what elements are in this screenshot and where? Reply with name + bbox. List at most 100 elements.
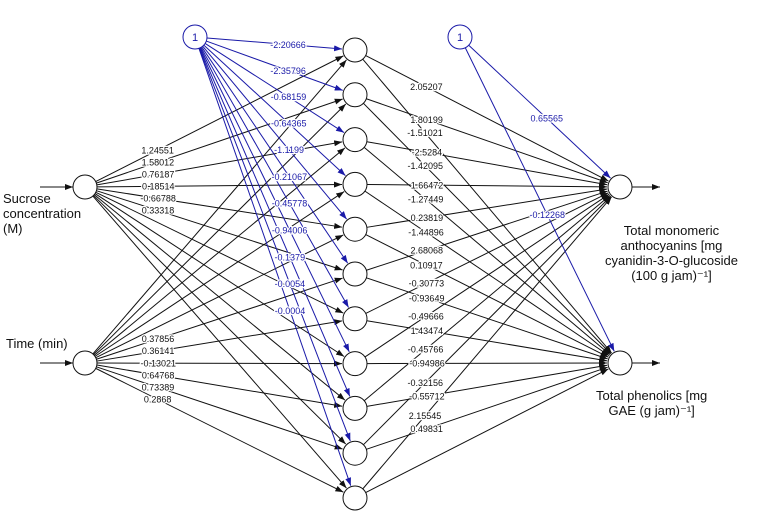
- edge-bias-hidden: [199, 47, 350, 353]
- edge-hidden-output1: [364, 193, 610, 358]
- hidden-node: [342, 82, 368, 108]
- weight-label: -2.5284: [412, 148, 443, 158]
- weight-label: -1.51021: [407, 128, 443, 138]
- edge-sucrose-hidden: [93, 194, 346, 401]
- bias-node-label: 1: [457, 32, 463, 44]
- output-label-anthocyanins: Total monomeric anthocyanins [mg cyanidi…: [605, 223, 738, 283]
- weight-label: 1.24551: [141, 145, 174, 155]
- edge-time-hidden: [93, 103, 347, 355]
- weight-label: -0.49666: [408, 311, 444, 321]
- weight-label: 0.10917: [410, 260, 443, 270]
- input-node: [72, 174, 98, 200]
- hidden-node: [342, 485, 368, 511]
- weight-label: -1.44896: [408, 227, 444, 237]
- edge-time-hidden: [96, 319, 343, 362]
- edge-time-hidden: [95, 367, 344, 493]
- weight-label: 2.68068: [410, 246, 443, 256]
- edge-bias-hidden: [204, 43, 345, 134]
- bias-node-label: 1: [192, 32, 198, 44]
- edge-time-hidden: [94, 191, 345, 357]
- weight-label: -0.0054: [275, 279, 306, 289]
- input-node: [72, 350, 98, 376]
- weight-label: -0.94006: [272, 225, 308, 235]
- edge-hidden-output2: [366, 277, 608, 360]
- weight-label: -1.42095: [408, 161, 444, 171]
- weight-label: 0.23819: [411, 213, 444, 223]
- edge-hidden-output2: [363, 102, 612, 355]
- edge-hidden-output2: [366, 360, 608, 367]
- weight-label: 0.2868: [144, 395, 172, 405]
- weight-label: -0.94986: [409, 359, 445, 369]
- edge-bias-hidden: [206, 40, 343, 91]
- edge-bias-output: [464, 47, 615, 352]
- hidden-node: [342, 351, 368, 377]
- edge-hidden-output1: [362, 196, 612, 490]
- edge-time-hidden: [96, 366, 343, 450]
- weight-label: 0.76187: [142, 169, 175, 179]
- weight-label: 0.49831: [410, 424, 443, 434]
- bias-node: [447, 24, 473, 50]
- weight-label: 0.36141: [142, 346, 175, 356]
- edge-sucrose-hidden: [95, 191, 344, 314]
- edge-hidden-output1: [366, 141, 608, 187]
- weight-label: 1.58012: [142, 157, 175, 167]
- output-label-phenolics: Total phenolics [mg GAE (g jam)⁻¹]: [596, 388, 708, 418]
- weight-label: -0.21067: [272, 172, 308, 182]
- weight-label: 1.66472: [411, 180, 444, 190]
- weight-label: -1.1199: [274, 145, 304, 155]
- weight-label: -0.1379: [275, 252, 306, 262]
- edge-hidden-output1: [365, 192, 609, 314]
- edge-hidden-output2: [364, 190, 610, 357]
- edge-sucrose-hidden: [96, 98, 343, 184]
- weight-label: -0.55712: [409, 391, 445, 401]
- output-node: [607, 174, 633, 200]
- edge-sucrose-hidden: [94, 193, 345, 357]
- hidden-node: [342, 171, 368, 197]
- weight-label: -0.45766: [408, 345, 444, 355]
- hidden-node: [342, 37, 368, 63]
- input-label-time: Time (min): [6, 336, 68, 351]
- edge-sucrose-hidden: [96, 140, 343, 186]
- edge-hidden-output1: [365, 55, 609, 182]
- weight-label: 0.73389: [142, 383, 175, 393]
- edge-bias-hidden: [202, 45, 348, 220]
- hidden-node: [342, 261, 368, 287]
- bias-node: [182, 24, 208, 50]
- edge-sucrose-hidden: [96, 181, 343, 188]
- edge-bias-hidden: [206, 37, 343, 52]
- edge-bias-hidden: [201, 46, 349, 264]
- edge-bias-hidden: [198, 48, 352, 486]
- weight-label: -0.64365: [271, 119, 307, 129]
- edge-hidden-output2: [366, 320, 608, 363]
- edge-hidden-output2: [365, 368, 609, 493]
- input-label-sucrose: Sucrose concentration (M): [3, 191, 82, 236]
- weight-label: -0.45778: [272, 199, 308, 209]
- edge-hidden-output2: [365, 234, 609, 358]
- weight-label: -0.32156: [408, 378, 444, 388]
- edge-hidden-output1: [366, 98, 608, 184]
- weight-label: -0.0004: [275, 306, 306, 316]
- weight-label: -0.66788: [140, 194, 176, 204]
- edge-hidden-output2: [366, 363, 608, 407]
- edge-time-hidden: [93, 147, 346, 356]
- edge-time-hidden: [92, 59, 347, 355]
- weight-label: 0.64768: [142, 371, 175, 381]
- hidden-node: [342, 127, 368, 153]
- output-node: [607, 350, 633, 376]
- edge-bias-hidden: [203, 44, 346, 176]
- weight-label: 0.37856: [142, 334, 175, 344]
- edge-hidden-output2: [362, 58, 612, 354]
- edge-time-hidden: [96, 364, 343, 408]
- weight-label: 0.18514: [142, 181, 175, 191]
- weight-label: -1.27449: [408, 194, 444, 204]
- edge-hidden-output1: [366, 190, 608, 271]
- edge-sucrose-hidden: [93, 195, 347, 445]
- edge-hidden-output1: [363, 194, 611, 402]
- weight-label: -2.20666: [270, 40, 306, 50]
- edge-hidden-output1: [366, 183, 608, 190]
- edge-time-hidden: [96, 277, 343, 360]
- edge-bias-hidden: [200, 47, 350, 308]
- edge-hidden-output1: [363, 195, 612, 446]
- hidden-node: [342, 306, 368, 332]
